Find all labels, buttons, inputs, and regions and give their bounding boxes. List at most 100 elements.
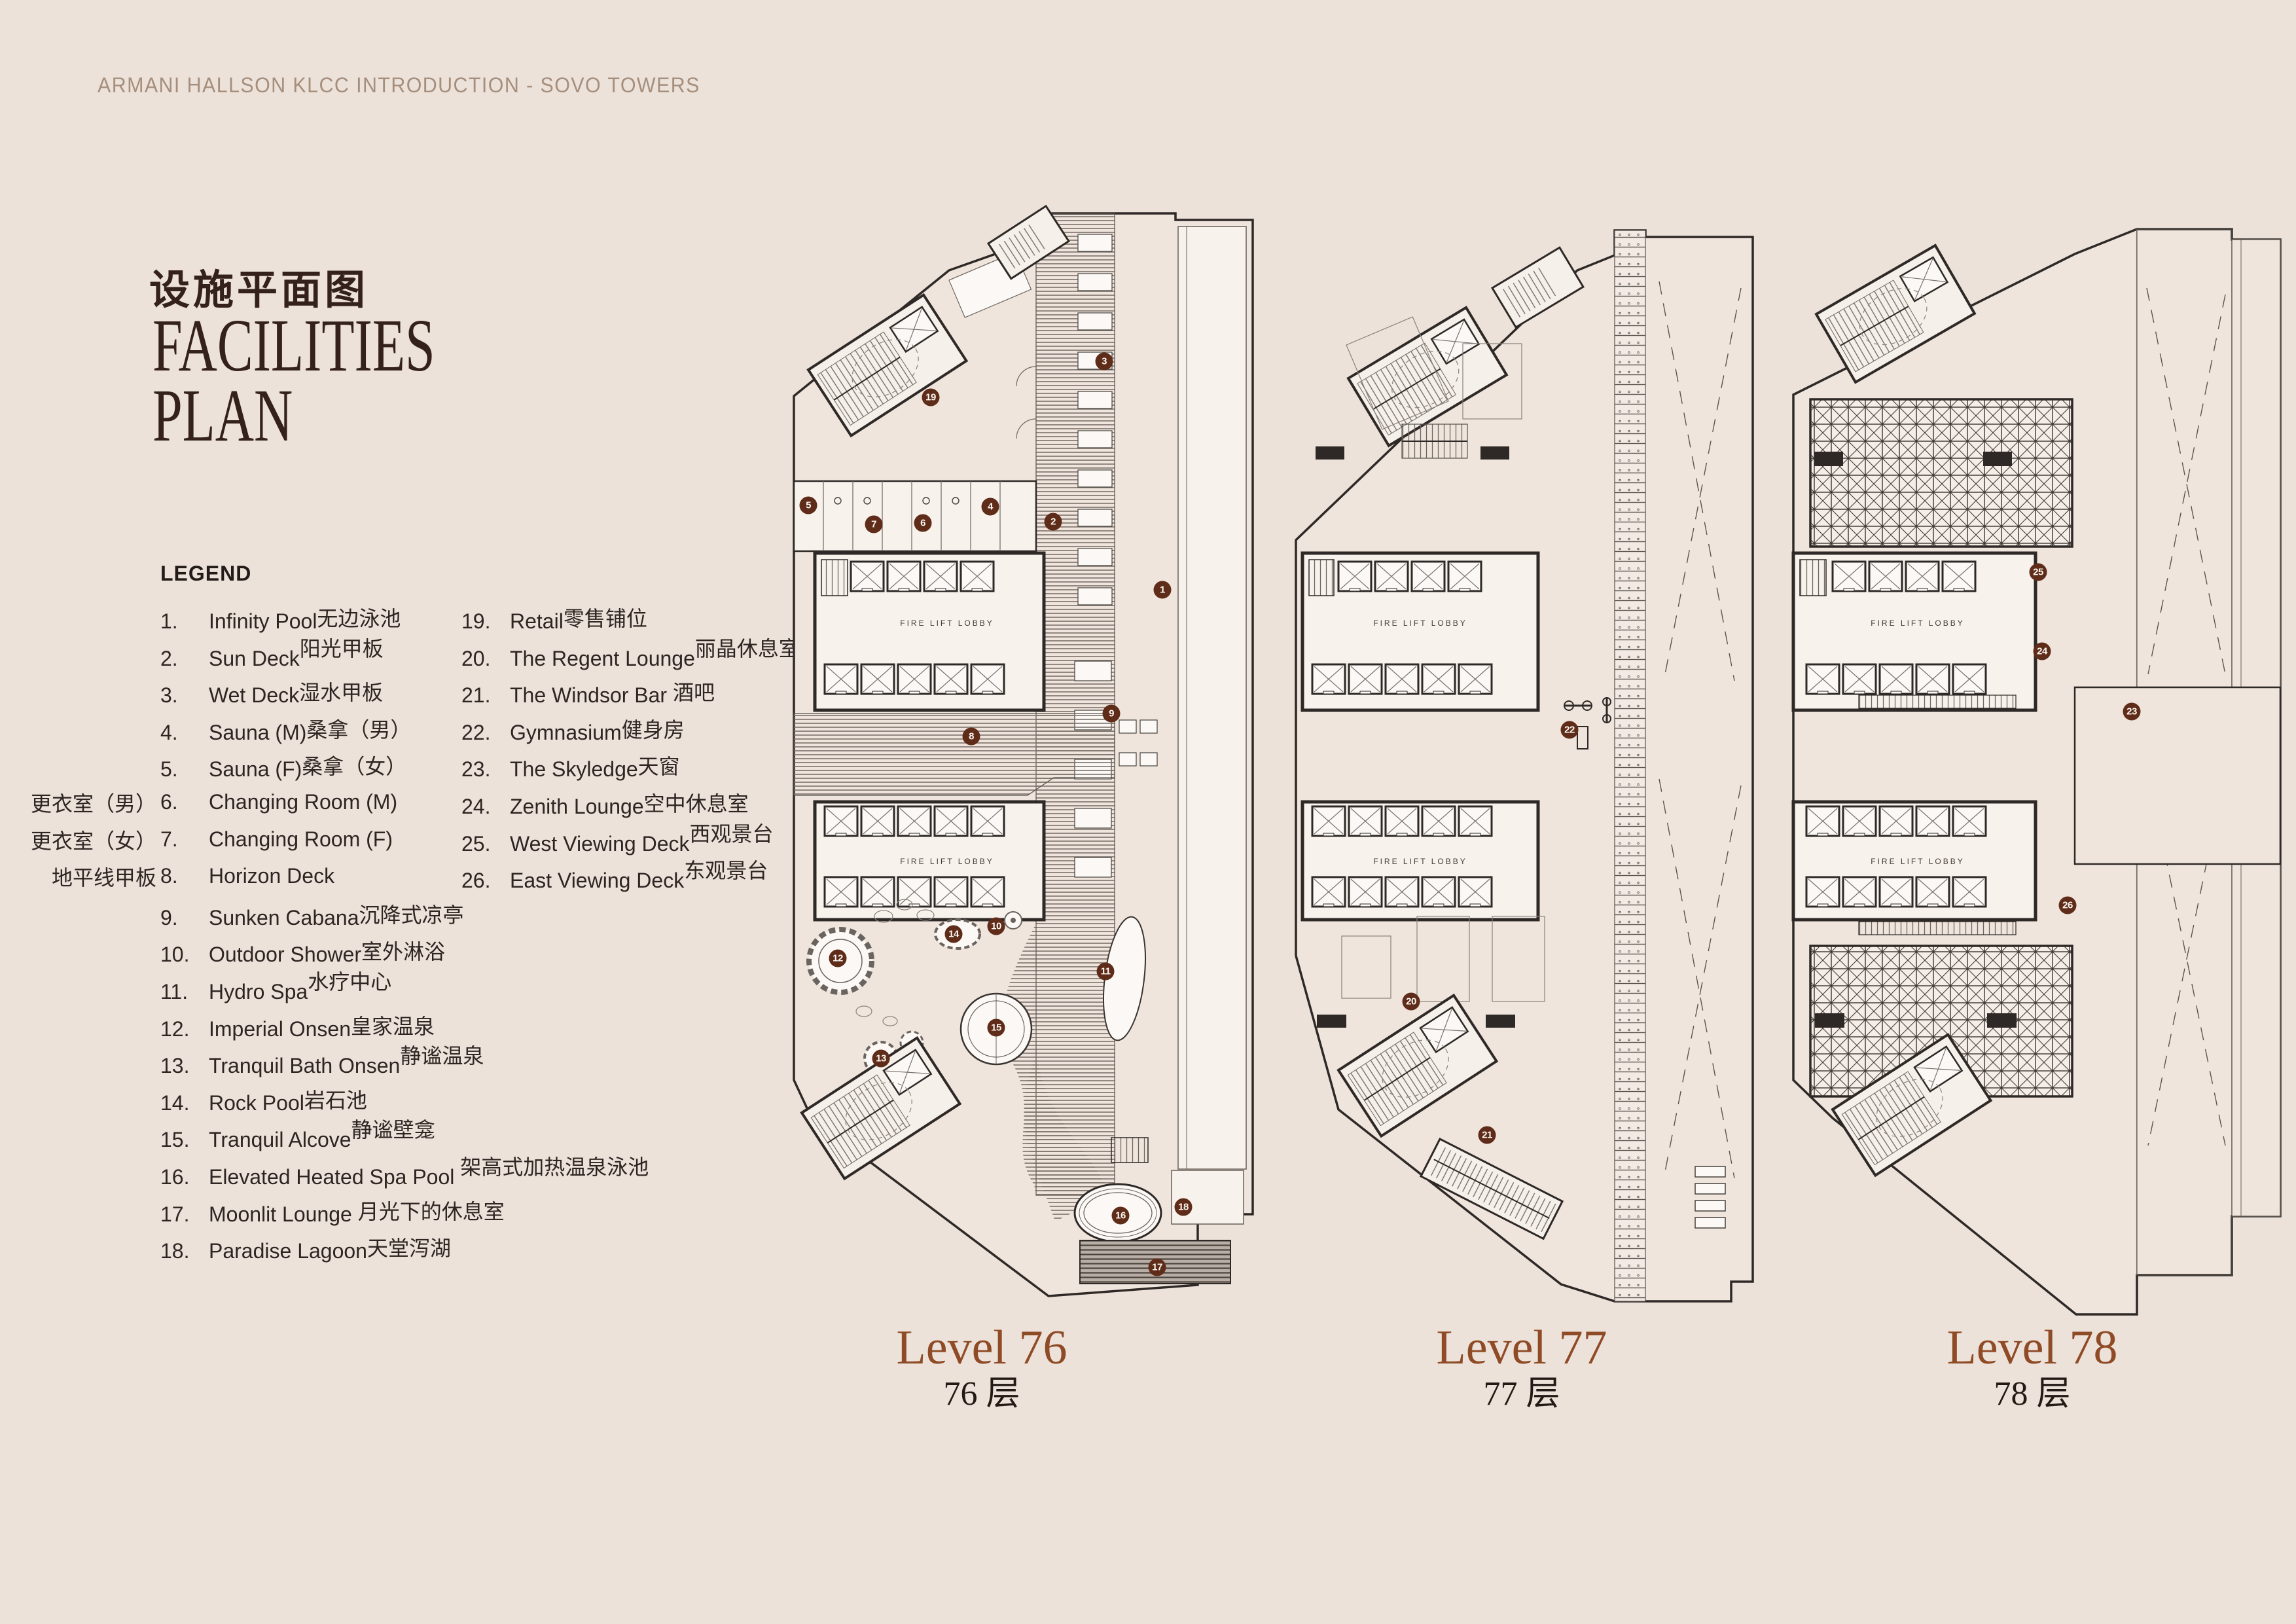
legend-item-15: 15.Tranquil Alcove静谧壁龛 — [160, 1118, 435, 1153]
legend-item-number: 10. — [160, 943, 190, 967]
facility-marker-9-level-76: 9 — [1102, 704, 1121, 723]
floor-plans-drawing — [793, 204, 2282, 1316]
facility-marker-21-level-77: 21 — [1478, 1126, 1496, 1144]
legend-item-6: 更衣室（男）6.Changing Room (M) — [31, 790, 397, 816]
legend-item-label: East Viewing Deck — [510, 869, 685, 893]
facility-marker-5-level-76: 5 — [799, 496, 817, 514]
legend-item-number: 13. — [160, 1054, 190, 1078]
legend-item-zh: 湿水甲板 — [299, 681, 384, 705]
legend-item-number: 9. — [160, 905, 178, 929]
legend-item-number: 18. — [160, 1239, 190, 1263]
level-77-label: Level 77 77 层 — [1436, 1321, 1607, 1413]
legend-item-label: The Skyledge — [510, 757, 638, 782]
legend-item-zh: 丽晶休息室 — [694, 636, 800, 660]
legend-item-number: 8. — [160, 864, 178, 888]
facility-marker-16-level-76: 16 — [1111, 1206, 1130, 1225]
legend-item-zh: 天堂泻湖 — [367, 1236, 451, 1261]
facility-marker-13-level-76: 13 — [872, 1049, 890, 1068]
legend-item-zh: 皇家温泉 — [350, 1014, 435, 1038]
legend-item-zh: 天窗 — [637, 755, 680, 779]
facility-marker-3-level-76: 3 — [1095, 352, 1113, 370]
legend-item-label: Hydro Spa — [209, 980, 308, 1003]
legend-item-zh: 桑拿（男） — [306, 717, 412, 742]
legend-item-zh: 静谧温泉 — [400, 1044, 484, 1068]
facility-marker-22-level-77: 22 — [1560, 721, 1579, 739]
legend-item-label: Zenith Lounge — [510, 795, 644, 818]
legend-item-26: 26.East Viewing Deck东观景台 — [461, 859, 768, 894]
facility-marker-2-level-76: 2 — [1044, 513, 1062, 531]
fire-lift-lobby-label-level-76-2: FIRE LIFT LOBBY — [900, 857, 994, 866]
legend-item-number: 17. — [160, 1202, 190, 1226]
legend-item-11: 11. Hydro Spa水疗中心 — [160, 970, 391, 1005]
fire-lift-lobby-label-level-77-1: FIRE LIFT LOBBY — [1373, 619, 1467, 628]
legend-item-24: 24.Zenith Lounge空中休息室 — [461, 790, 749, 820]
facility-marker-10-level-76: 10 — [987, 917, 1005, 935]
legend-item-label: Sauna (F) — [209, 757, 302, 782]
facility-marker-25-level-78: 25 — [2029, 563, 2047, 581]
facility-marker-26-level-78: 26 — [2058, 896, 2077, 914]
legend-item-label: Changing Room (F) — [209, 827, 393, 851]
legend-item-label: Paradise Lagoon — [209, 1239, 367, 1263]
legend-heading: LEGEND — [160, 562, 252, 585]
legend-item-13: 13. Tranquil Bath Onsen静谧温泉 — [160, 1044, 484, 1079]
legend-item-label: Elevated Heated Spa Pool — [209, 1165, 455, 1189]
legend-item-12: 12. Imperial Onsen皇家温泉 — [160, 1013, 435, 1043]
legend-item-23: 23. The Skyledge天窗 — [461, 753, 680, 783]
facility-marker-14-level-76: 14 — [944, 925, 963, 943]
facility-marker-4-level-76: 4 — [981, 497, 999, 516]
legend-item-label: Wet Deck — [209, 683, 300, 708]
legend-item-zh: 岩石池 — [304, 1088, 367, 1112]
legend-item-number: 4. — [160, 720, 178, 744]
level-78-label: Level 78 78 层 — [1946, 1321, 2118, 1413]
legend-item-18: 18. Paradise Lagoon天堂泻湖 — [160, 1235, 451, 1265]
legend-item-label: Horizon Deck — [209, 864, 335, 888]
legend-item-number: 22. — [461, 720, 491, 744]
legend-item-number: 6. — [160, 790, 178, 814]
facility-marker-12-level-76: 12 — [829, 949, 847, 967]
legend-item-number: 5. — [160, 757, 178, 782]
level-76-label: Level 76 76 层 — [896, 1321, 1067, 1413]
facility-marker-24-level-78: 24 — [2033, 642, 2051, 660]
legend-item-number: 21. — [461, 683, 491, 708]
fire-lift-lobby-label-level-78-1: FIRE LIFT LOBBY — [1871, 619, 1965, 628]
legend-item-zh: 桑拿（女） — [302, 755, 407, 779]
legend-item-14: 14.Rock Pool岩石池 — [160, 1087, 367, 1117]
legend-item-number: 24. — [461, 795, 491, 818]
legend-item-zh: 无边泳池 — [317, 607, 401, 630]
legend-item-label: The Regent Lounge — [510, 646, 695, 670]
legend-item-number: 11. — [160, 980, 188, 1003]
page-title: FACILITIES PLAN — [152, 308, 435, 453]
plan-level-78 — [1791, 228, 2282, 1316]
legend-item-17: 17. Moonlit Lounge 月光下的休息室 — [160, 1198, 505, 1228]
facility-marker-15-level-76: 15 — [987, 1019, 1005, 1037]
legend-item-zh: 地平线甲板 — [51, 866, 156, 890]
legend-item-number: 26. — [461, 869, 491, 893]
legend-item-2: 2.Sun Deck阳光甲板 — [160, 637, 384, 672]
legend-item-number: 7. — [160, 827, 178, 851]
legend-item-label: Infinity Pool — [209, 609, 317, 633]
legend-item-number: 14. — [160, 1091, 190, 1115]
legend-item-21: 21.The Windsor Bar 酒吧 — [461, 679, 715, 709]
legend-item-label: Tranquil Bath Onsen — [209, 1054, 401, 1078]
facility-marker-17-level-76: 17 — [1148, 1258, 1166, 1276]
legend-item-20: 20.The Regent Lounge丽晶休息室 — [461, 637, 800, 672]
fire-lift-lobby-label-level-76-1: FIRE LIFT LOBBY — [900, 619, 994, 628]
legend-item-zh: 西观景台 — [689, 821, 774, 846]
legend-item-number: 19. — [461, 609, 491, 633]
legend-item-zh: 更衣室（男） — [30, 792, 156, 816]
legend-item-label: Sun Deck — [209, 646, 300, 670]
legend-item-label: Sauna (M) — [209, 720, 307, 744]
legend-item-number: 23. — [461, 757, 491, 782]
fire-lift-lobby-label-level-78-2: FIRE LIFT LOBBY — [1871, 857, 1965, 866]
legend-item-9: 9.Sunken Cabana沉降式凉亭 — [160, 901, 464, 931]
legend-item-label: Imperial Onsen — [209, 1017, 351, 1041]
legend-item-number: 3. — [160, 683, 178, 708]
legend-item-label: Moonlit Lounge — [209, 1202, 352, 1226]
legend-item-zh: 水疗中心 — [308, 970, 392, 994]
legend-item-number: 12. — [160, 1017, 190, 1041]
legend-item-19: 19.Retail零售铺位 — [461, 605, 647, 635]
legend-item-zh: 月光下的休息室 — [351, 1199, 505, 1223]
facility-marker-20-level-77: 20 — [1402, 992, 1420, 1011]
title-chinese: 设施平面图 — [149, 268, 369, 313]
